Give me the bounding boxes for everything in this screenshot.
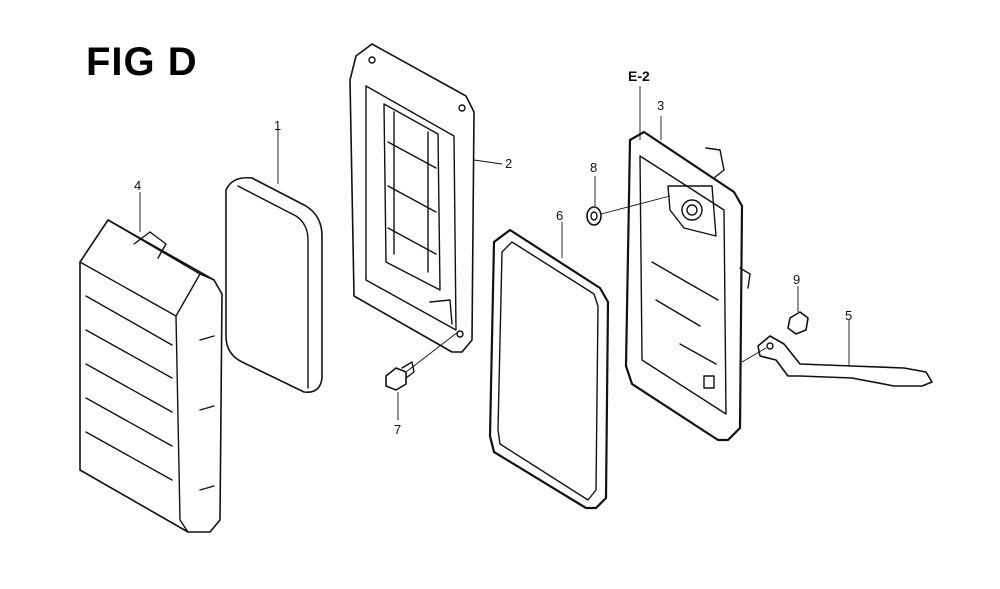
callout-2: 2 bbox=[505, 156, 513, 171]
callout-6: 6 bbox=[556, 208, 564, 223]
figure-title: FIG D bbox=[86, 40, 198, 84]
callout-reference: E-2 bbox=[628, 68, 650, 84]
part-3-base-plate bbox=[624, 130, 751, 442]
callout-9: 9 bbox=[793, 272, 801, 287]
callout-5: 5 bbox=[845, 308, 853, 323]
callout-4: 4 bbox=[134, 178, 142, 193]
part-5-bracket bbox=[757, 335, 933, 387]
leader-lines bbox=[139, 86, 850, 420]
callout-1: 1 bbox=[274, 118, 282, 133]
callout-8: 8 bbox=[590, 160, 598, 175]
part-2-filter-case bbox=[349, 43, 475, 353]
callout-7: 7 bbox=[394, 422, 402, 437]
part-7-bolt bbox=[385, 361, 415, 391]
part-6-gasket bbox=[488, 228, 610, 510]
part-8-grommet bbox=[586, 206, 602, 226]
callout-3: 3 bbox=[657, 98, 665, 113]
part-9-bolt bbox=[787, 311, 809, 335]
part-4-cover bbox=[79, 219, 223, 533]
part-1-filter-element bbox=[225, 176, 323, 394]
